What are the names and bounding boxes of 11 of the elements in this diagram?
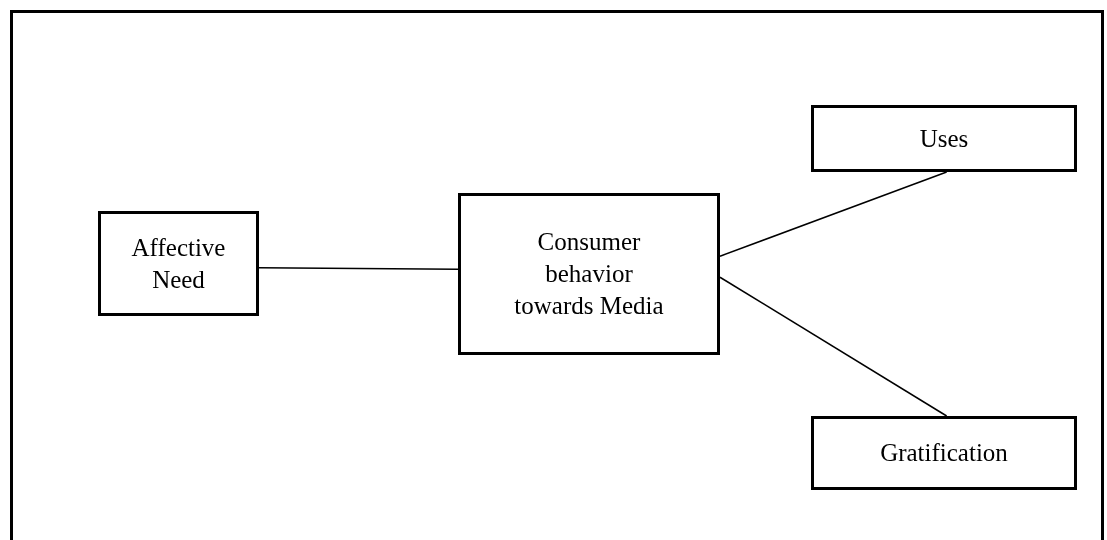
concept-box	[811, 416, 1077, 490]
concept-box	[811, 105, 1077, 172]
connector-line	[719, 171, 948, 257]
box-label: Affective Need	[130, 232, 227, 295]
concept-box	[98, 211, 259, 316]
connector-line	[719, 276, 948, 417]
connector-line	[258, 266, 459, 270]
concept-box	[458, 193, 720, 355]
box-label: Consumer behavior towards Media	[513, 227, 665, 321]
box-label: Uses	[919, 123, 969, 154]
box-label: Gratification	[880, 438, 1008, 468]
